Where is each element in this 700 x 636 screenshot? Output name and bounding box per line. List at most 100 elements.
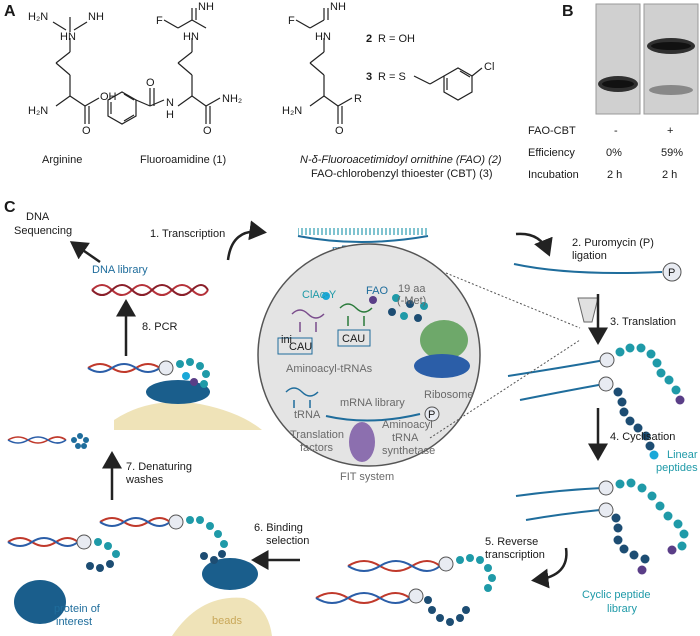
- gel-row-incubation-label: Incubation: [528, 169, 579, 181]
- fao-atom-h2n: H₂N: [282, 105, 302, 117]
- arginine-structure: [52, 17, 100, 124]
- panel-c-label: C: [4, 199, 16, 216]
- gel-row-incubation-lane2: 2 h: [662, 169, 677, 181]
- cbt-name: FAO-chlorobenzyl thioester (CBT) (3): [311, 168, 493, 180]
- step-6-label-line2: selection: [266, 535, 309, 547]
- linear-peptides-group: [507, 343, 685, 460]
- cyclic-peptide-library-group: [515, 478, 689, 575]
- fit-met: (-Met): [397, 295, 426, 307]
- arrow-step-2: [515, 232, 553, 257]
- step-8-label: 8. PCR: [142, 321, 178, 333]
- fit-p-label: P: [428, 409, 435, 421]
- fit-translation-factors-1: Translation: [290, 429, 344, 441]
- fit-synthetase-3: synthetase: [382, 445, 435, 457]
- fit-p-circle: [424, 406, 440, 422]
- cau-box: [337, 329, 371, 347]
- puromycin-p-circle: [662, 262, 682, 282]
- mrna-library-strand: [298, 228, 428, 235]
- beads-label: beads: [212, 615, 242, 627]
- tube-icon: [577, 297, 599, 323]
- gel-row-efficiency-label: Efficiency: [528, 147, 575, 159]
- bound-complex: [87, 358, 262, 430]
- fao-atom-f: F: [288, 15, 295, 27]
- synthetase-blob: [349, 422, 375, 462]
- puromycin-p-label: P: [668, 267, 675, 279]
- cdna-complexes: [315, 554, 496, 626]
- arg-atom-o: O: [82, 125, 91, 137]
- step-6-label-line1: 6. Binding: [254, 522, 303, 534]
- panel-b-label: B: [562, 3, 574, 20]
- fit-19aa: 19 aa: [398, 283, 426, 295]
- dna-sequencing-line2: Sequencing: [14, 225, 72, 237]
- fit-trnas: [285, 303, 373, 408]
- fao-atom-nh: NH: [330, 1, 346, 13]
- fit-cau-ini-sup: ini: [281, 334, 292, 346]
- fit-mrna-library: mRNA library: [340, 397, 405, 409]
- fa-atom-o1: O: [146, 77, 155, 89]
- arg-atom-h2n-2: H₂N: [28, 105, 48, 117]
- gel-row-efficiency-lane1: 0%: [606, 147, 622, 159]
- step-5-label-line2: transcription: [485, 549, 545, 561]
- clac-y-dot: [322, 292, 330, 300]
- fit-synthetase-2: tRNA: [392, 432, 419, 444]
- fluoroamidine-name: Fluoroamidine (1): [140, 154, 226, 166]
- linear-peptides-line1: Linear: [667, 449, 698, 461]
- fluoroamidine-structure: [107, 8, 221, 125]
- dna-sequencing-line1: DNA: [26, 211, 50, 223]
- fao-name: N-δ-Fluoroacetimidoyl ornithine (FAO) (2…: [300, 154, 502, 166]
- gel-image: [595, 3, 699, 115]
- fit-clac-y: ClAc-Y: [302, 289, 337, 301]
- cyclic-library-line2: library: [607, 603, 637, 615]
- fao-atom-cl: Cl: [484, 61, 494, 73]
- fit-fao: FAO: [366, 285, 388, 297]
- fit-system-circle: [257, 243, 581, 467]
- fao-atom-o: O: [335, 125, 344, 137]
- fit-trna: tRNA: [294, 409, 321, 421]
- fa-atom-n: N: [166, 97, 174, 109]
- fit-ribosome: Ribosome: [424, 389, 474, 401]
- fa-atom-h: H: [166, 109, 174, 121]
- fao-atom-hn: HN: [315, 31, 331, 43]
- fa-atom-hn: HN: [183, 31, 199, 43]
- step-1-label: 1. Transcription: [150, 228, 225, 240]
- fit-translation-factors-2: factors: [300, 442, 334, 454]
- gel-row-fao-cbt-lane2: +: [667, 125, 673, 137]
- cyclic-library-line1: Cyclic peptide: [582, 589, 650, 601]
- binding-selection-scene: [7, 514, 272, 636]
- mrna-library-backbone: [297, 235, 429, 243]
- arg-atom-h2n: H₂N: [28, 11, 48, 23]
- protein-of-interest-line2: interest: [56, 616, 92, 628]
- gel-row-efficiency-lane2: 59%: [661, 147, 683, 159]
- step-2-label-line2: ligation: [572, 250, 607, 262]
- gel-row-fao-cbt-lane1: -: [614, 125, 618, 137]
- arg-atom-hn: HN: [60, 31, 76, 43]
- fao-compound-2: 2: [366, 33, 372, 45]
- arg-atom-oh: OH: [100, 91, 117, 103]
- protein-of-interest-line1: protein of: [54, 603, 101, 615]
- panel-a-label: A: [4, 3, 16, 20]
- fit-mrna-strand: [325, 413, 421, 422]
- fa-atom-o2: O: [203, 125, 212, 137]
- fit-aminoacyl-trnas: Aminoacyl-tRNAs: [286, 363, 373, 375]
- arg-atom-nh: NH: [88, 11, 104, 23]
- cau-ini-box: [277, 337, 313, 355]
- ribosome: [414, 320, 470, 378]
- fao-atom-r: R: [354, 93, 362, 105]
- step-5-label-line1: 5. Reverse: [485, 536, 538, 548]
- step-7-label-line2: washes: [125, 474, 164, 486]
- step-7-label-line1: 7. Denaturing: [126, 461, 192, 473]
- fit-cau-ini: CAU: [289, 341, 312, 353]
- amino-acid-pool: [388, 294, 428, 322]
- fao-r-s: R = S: [378, 71, 406, 83]
- fao-compound-3: 3: [366, 71, 372, 83]
- dna-library-helix: [91, 284, 209, 296]
- fao-dot: [369, 296, 377, 304]
- fit-synthetase-1: Aminoacyl: [382, 419, 433, 431]
- arginine-name: Arginine: [42, 154, 82, 166]
- fa-atom-f: F: [156, 15, 163, 27]
- step-4-label: 4. Cyclisation: [610, 431, 675, 443]
- arrow-step-5: [531, 547, 568, 589]
- arrow-to-sequencing: [69, 241, 101, 264]
- puromycin-mrna: [513, 263, 663, 274]
